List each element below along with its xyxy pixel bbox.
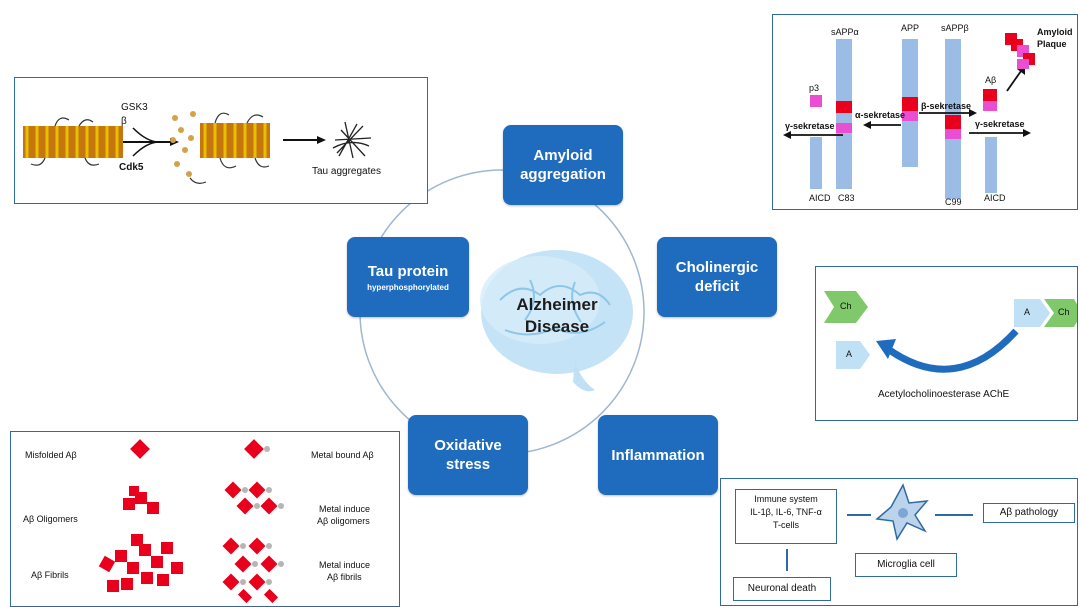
neuronal-death-label: Neuronal death [747, 583, 817, 594]
oligomer-diagram [98, 439, 284, 604]
metal-fib-label-1: Metal induce [319, 560, 371, 570]
cholinergic-diagram [824, 291, 1077, 373]
sappb-label: sAPPβ [941, 23, 969, 33]
node-tau-sub: hyperphosphorylated [367, 283, 449, 292]
amyloid-plaque-icon [1005, 33, 1035, 69]
tau-aggregates-icon [332, 121, 372, 159]
metal-fib-label-2: Aβ fibrils [327, 572, 362, 582]
tau-diagram [23, 111, 372, 184]
ache-label: Acetylocholinoesterase AChE [878, 389, 1010, 400]
sappa-ab-red [836, 101, 852, 113]
node-amyloid-aggregation[interactable]: Amyloid aggregation [503, 125, 623, 205]
tau-aggregates-label: Tau aggregates [312, 166, 381, 177]
app-magenta [902, 111, 918, 121]
plaque-label-line2: Plaque [1037, 39, 1067, 49]
inflammation-panel: Immune system IL-1β, IL-6, TNF-α T-cells… [720, 478, 1078, 606]
ch-left-label: Ch [840, 301, 852, 311]
immune-system-box: Immune system IL-1β, IL-6, TNF-α T-cells [735, 489, 837, 544]
gamma-left-label: γ-sekretase [785, 121, 835, 131]
node-tau-line1: Tau protein [367, 263, 449, 280]
p3-label: p3 [809, 83, 820, 93]
sappa-label: sAPPα [831, 27, 859, 37]
ab-fragment-magenta [983, 101, 997, 111]
metal-olig-label-1: Metal induce [319, 504, 371, 514]
plaque-label-line1: Amyloid [1037, 27, 1073, 37]
left-fragment-bar [810, 137, 822, 189]
node-inflammation-line1: Inflammation [611, 446, 705, 464]
a-arrow-left [836, 341, 870, 369]
beta-sek-label: β-sekretase [921, 101, 972, 111]
oligomer-panel: Misfolded Aβ Metal bound Aβ Aβ Oligomers… [10, 431, 400, 607]
ab-pathology-box: Aβ pathology [983, 503, 1075, 523]
brain-icon [480, 250, 633, 392]
a-arrow-right [1014, 299, 1050, 327]
node-amyloid-line1: Amyloid [533, 147, 593, 164]
aicd-right-label: AICD [984, 193, 1006, 203]
reaction-curve-icon [885, 328, 1019, 373]
center-title-line2: Disease [524, 317, 590, 336]
node-cholinergic-line2: deficit [694, 278, 740, 295]
app-red [902, 97, 918, 111]
microglia-box: Microglia cell [855, 553, 957, 577]
immune-line1: Immune system [754, 494, 818, 504]
phosphorylated-microtubule-icon [170, 111, 270, 184]
node-oxidative-line2: stress [445, 456, 491, 473]
ab-label: Aβ [985, 75, 997, 85]
ab-pathology-label: Aβ pathology [999, 507, 1059, 518]
cdk5-label: Cdk5 [119, 162, 144, 173]
a-left-label: A [846, 349, 853, 359]
alpha-sek-label: α-sekretase [855, 110, 906, 120]
misfolded-ab-icon [130, 439, 150, 459]
gsk3-label: GSK3 [121, 102, 148, 113]
ab-fragment-red [983, 89, 997, 101]
ab-oligomer-icon [123, 486, 159, 514]
metal-fibril-icon [222, 537, 279, 604]
c83-label: C83 [838, 193, 855, 203]
metal-oligomer-icon [224, 481, 278, 515]
aicd-right-bar [985, 137, 997, 193]
a-right-label: A [1024, 307, 1031, 317]
sappb-magenta [945, 129, 961, 139]
microglia-label: Microglia cell [877, 559, 935, 570]
center-title: Alzheimer Disease [497, 294, 617, 338]
node-amyloid-line2: aggregation [520, 166, 606, 183]
fibrils-label: Aβ Fibrils [31, 570, 69, 580]
p3-fragment [810, 95, 822, 107]
app-label: APP [901, 23, 920, 33]
inflammation-diagram [786, 483, 973, 571]
misfolded-label: Misfolded Aβ [25, 450, 77, 460]
immune-line3: T-cells [772, 520, 799, 530]
aicd-left-label: AICD [809, 193, 831, 203]
node-tau-protein[interactable]: Tau protein hyperphosphorylated [347, 237, 469, 317]
metal-bound-label: Metal bound Aβ [311, 450, 374, 460]
c99-label: C99 [945, 197, 962, 207]
sappa-ab-magenta [836, 123, 852, 133]
metal-ion-icon [264, 446, 270, 452]
metal-bound-ab-icon [244, 439, 264, 459]
neuronal-death-box: Neuronal death [733, 577, 831, 601]
node-cholinergic-line1: Cholinergic [675, 259, 759, 276]
oligomers-label: Aβ Oligomers [23, 514, 78, 524]
beta-label: β [121, 116, 127, 127]
node-inflammation[interactable]: Inflammation [598, 415, 718, 495]
tau-panel: GSK3 β Cdk5 Tau aggregates [14, 77, 428, 204]
ch-arrow-left [824, 291, 868, 323]
ch-right-label: Ch [1058, 307, 1070, 317]
node-oxidative-line1: Oxidative [434, 437, 502, 454]
sappa-bar [836, 39, 852, 189]
center-title-line1: Alzheimer [516, 295, 598, 314]
node-cholinergic-deficit[interactable]: Cholinergic deficit [657, 237, 777, 317]
gamma-right-label: γ-sekretase [975, 119, 1025, 129]
ab-fibril-icon [98, 534, 183, 592]
amyloid-arrows [783, 33, 1035, 139]
ch-arrow-right [1044, 299, 1077, 327]
immune-line2: IL-1β, IL-6, TNF-α [750, 507, 822, 517]
cholinergic-panel: Ch A A Ch Acetylocholinoesterase AChE [815, 266, 1078, 421]
node-oxidative-stress[interactable]: Oxidative stress [408, 415, 528, 495]
metal-olig-label-2: Aβ oligomers [317, 516, 370, 526]
amyloid-panel: sAPPα APP sAPPβ Amyloid Plaque p3 Aβ α-s… [772, 14, 1078, 210]
microtubule-left-icon [23, 117, 123, 166]
sappb-red [945, 115, 961, 129]
